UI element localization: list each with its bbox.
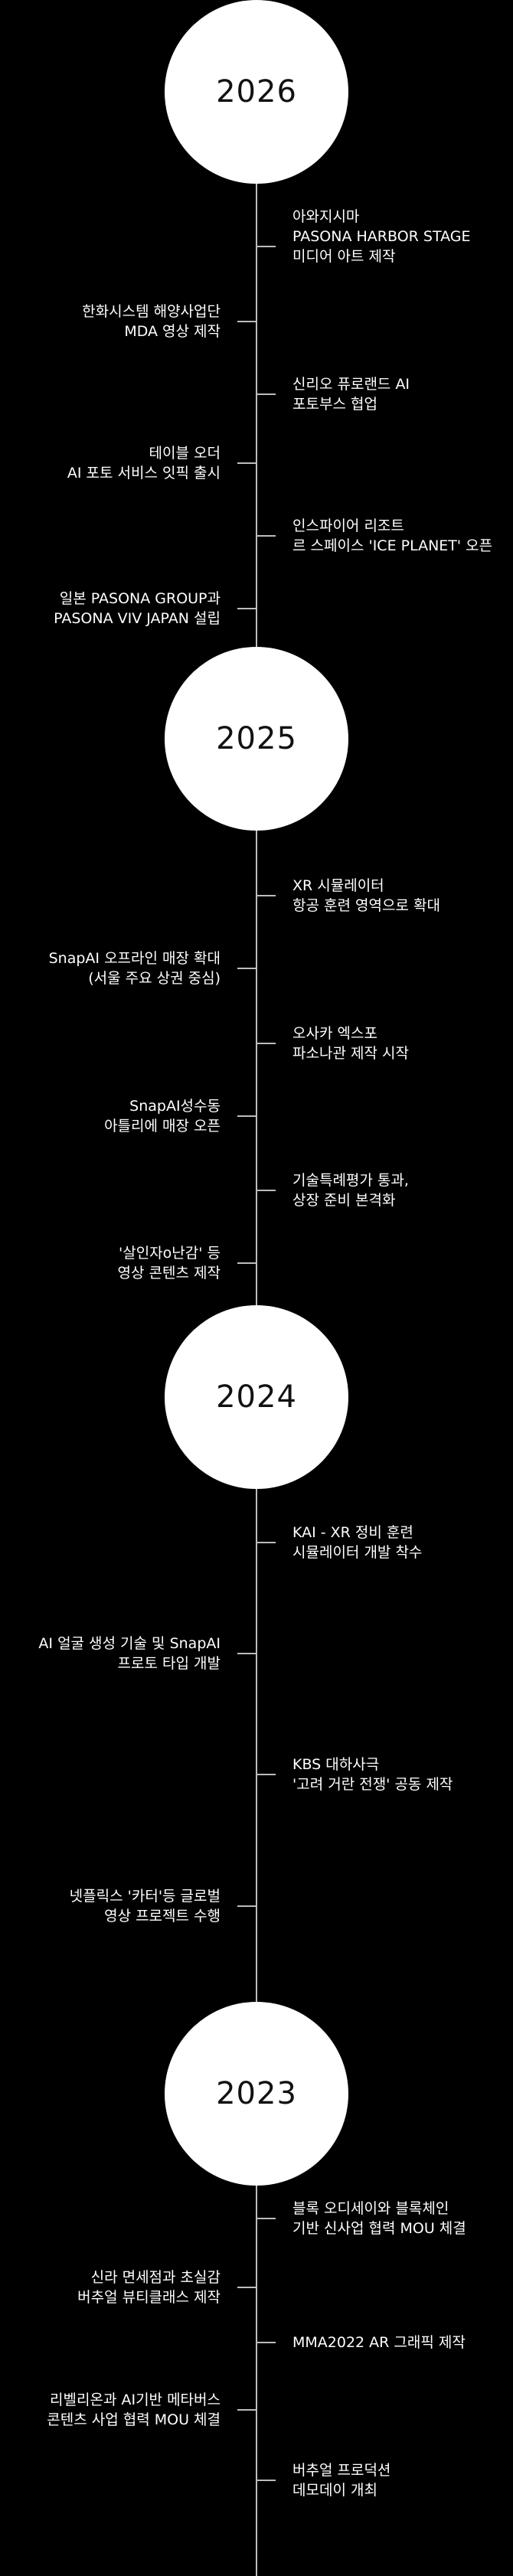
event-text-line: SnapAI성수동 [129,1098,221,1115]
event-text-line: XR 시뮬레이터 [292,877,384,894]
event-text-line: 데모데이 개최 [292,2482,377,2499]
event-tick [237,1115,256,1117]
event-tick [237,1905,256,1907]
event-text-line: 영상 프로젝트 수행 [104,1908,221,1925]
timeline-event: MMA2022 AR 그래픽 제작 [292,2333,508,2352]
event-text-line: 기술특례평가 통과, [292,1172,409,1189]
event-tick [237,321,256,322]
timeline-axis [256,0,257,2576]
timeline-event: 기술특례평가 통과, 상장 준비 본격화 [292,1170,508,1210]
event-text-line: 신라 면세점과 초실감 [90,2269,221,2286]
event-tick [257,1774,276,1775]
event-text-line: 신리오 퓨로랜드 AI [292,376,410,393]
event-tick [257,246,276,247]
event-text-line: PASONA HARBOR STAGE [292,228,471,245]
event-text-line: (서울 주요 상권 중심) [88,970,221,987]
year-circle-2025: 2025 [165,647,348,831]
event-text-line: 버추얼 프로덕션 [292,2462,391,2479]
event-tick [257,1190,276,1191]
timeline-event: 아와지시마 PASONA HARBOR STAGE 미디어 아트 제작 [292,207,508,266]
year-label: 2023 [216,2076,297,2111]
year-label: 2024 [216,1379,297,1415]
event-tick [257,895,276,896]
year-circle-2024: 2024 [165,1305,348,1489]
event-text-line: '고려 거란 전쟁' 공동 제작 [292,1776,453,1793]
event-text-line: 파소나관 제작 시작 [292,1045,409,1062]
event-text-line: 르 스페이스 'ICE PLANET' 오픈 [292,537,493,554]
event-text-line: AI 얼굴 생성 기술 및 SnapAI [38,1635,221,1652]
event-text-line: KAI - XR 정비 훈련 [292,1524,413,1541]
event-text-line: 블록 오디세이와 블록체인 [292,2200,449,2217]
timeline-event: SnapAI 오프라인 매장 확대 (서울 주요 상권 중심) [5,948,221,988]
event-text-line: 포토부스 협업 [292,396,377,413]
event-tick [257,2218,276,2219]
event-text-line: 프로토 타입 개발 [117,1655,221,1672]
event-text-line: 기반 신사업 협력 MOU 체결 [292,2220,466,2237]
event-tick [237,608,256,609]
event-tick [237,1653,256,1654]
event-text-line: 아와지시마 [292,208,360,225]
event-text-line: 인스파이어 리조트 [292,517,404,534]
event-text-line: AI 포토 서비스 잇픽 출시 [67,465,221,482]
event-tick [257,535,276,537]
event-text-line: KBS 대하사극 [292,1756,380,1773]
event-text-line: '살인자o난감' 등 [119,1245,221,1262]
event-text-line: SnapAI 오프라인 매장 확대 [48,950,221,967]
year-circle-2023: 2023 [165,2002,348,2186]
year-label: 2025 [216,721,297,756]
event-tick [257,1542,276,1543]
event-tick [257,2480,276,2481]
event-text-line: 항공 훈련 영역으로 확대 [292,897,440,914]
timeline-event: AI 얼굴 생성 기술 및 SnapAI 프로토 타입 개발 [5,1634,221,1673]
year-label: 2026 [216,74,297,109]
event-text-line: 콘텐츠 사업 협력 MOU 체결 [47,2411,221,2428]
event-text-line: 한화시스템 해양사업단 [82,303,221,320]
event-tick [257,2342,276,2343]
timeline-event: 테이블 오더 AI 포토 서비스 잇픽 출시 [5,443,221,483]
event-tick [237,2409,256,2411]
event-text-line: 시뮬레이터 개발 착수 [292,1544,423,1561]
event-text-line: 테이블 오더 [149,445,221,462]
event-text-line: PASONA VIV JAPAN 설립 [54,610,221,627]
event-text-line: 넷플릭스 '카터'등 글로벌 [69,1888,221,1905]
event-text-line: 영상 콘텐츠 제작 [117,1265,221,1281]
timeline-event: 한화시스템 해양사업단 MDA 영상 제작 [5,302,221,341]
event-tick [237,968,256,969]
timeline-event: KBS 대하사극 '고려 거란 전쟁' 공동 제작 [292,1755,508,1794]
year-circle-2026: 2026 [165,0,348,184]
event-text-line: 리벨리온과 AI기반 메타버스 [50,2392,221,2408]
event-text-line: 상장 준비 본격화 [292,1192,396,1209]
timeline-event: 신리오 퓨로랜드 AI 포토부스 협업 [292,374,508,414]
timeline-event: 일본 PASONA GROUP과 PASONA VIV JAPAN 설립 [5,589,221,628]
event-tick [257,1043,276,1044]
event-tick [257,393,276,395]
event-tick [237,1262,256,1264]
event-tick [237,462,256,464]
event-text-line: MMA2022 AR 그래픽 제작 [292,2334,466,2351]
event-text-line: 버추얼 뷰티클래스 제작 [77,2289,221,2306]
event-text-line: 오사카 엑스포 [292,1025,377,1042]
event-text-line: 미디어 아트 제작 [292,248,396,265]
event-text-line: 아틀리에 매장 오픈 [104,1118,221,1135]
event-tick [237,2287,256,2288]
event-text-line: 일본 PASONA GROUP과 [59,590,221,607]
event-text-line: MDA 영상 제작 [124,323,221,340]
